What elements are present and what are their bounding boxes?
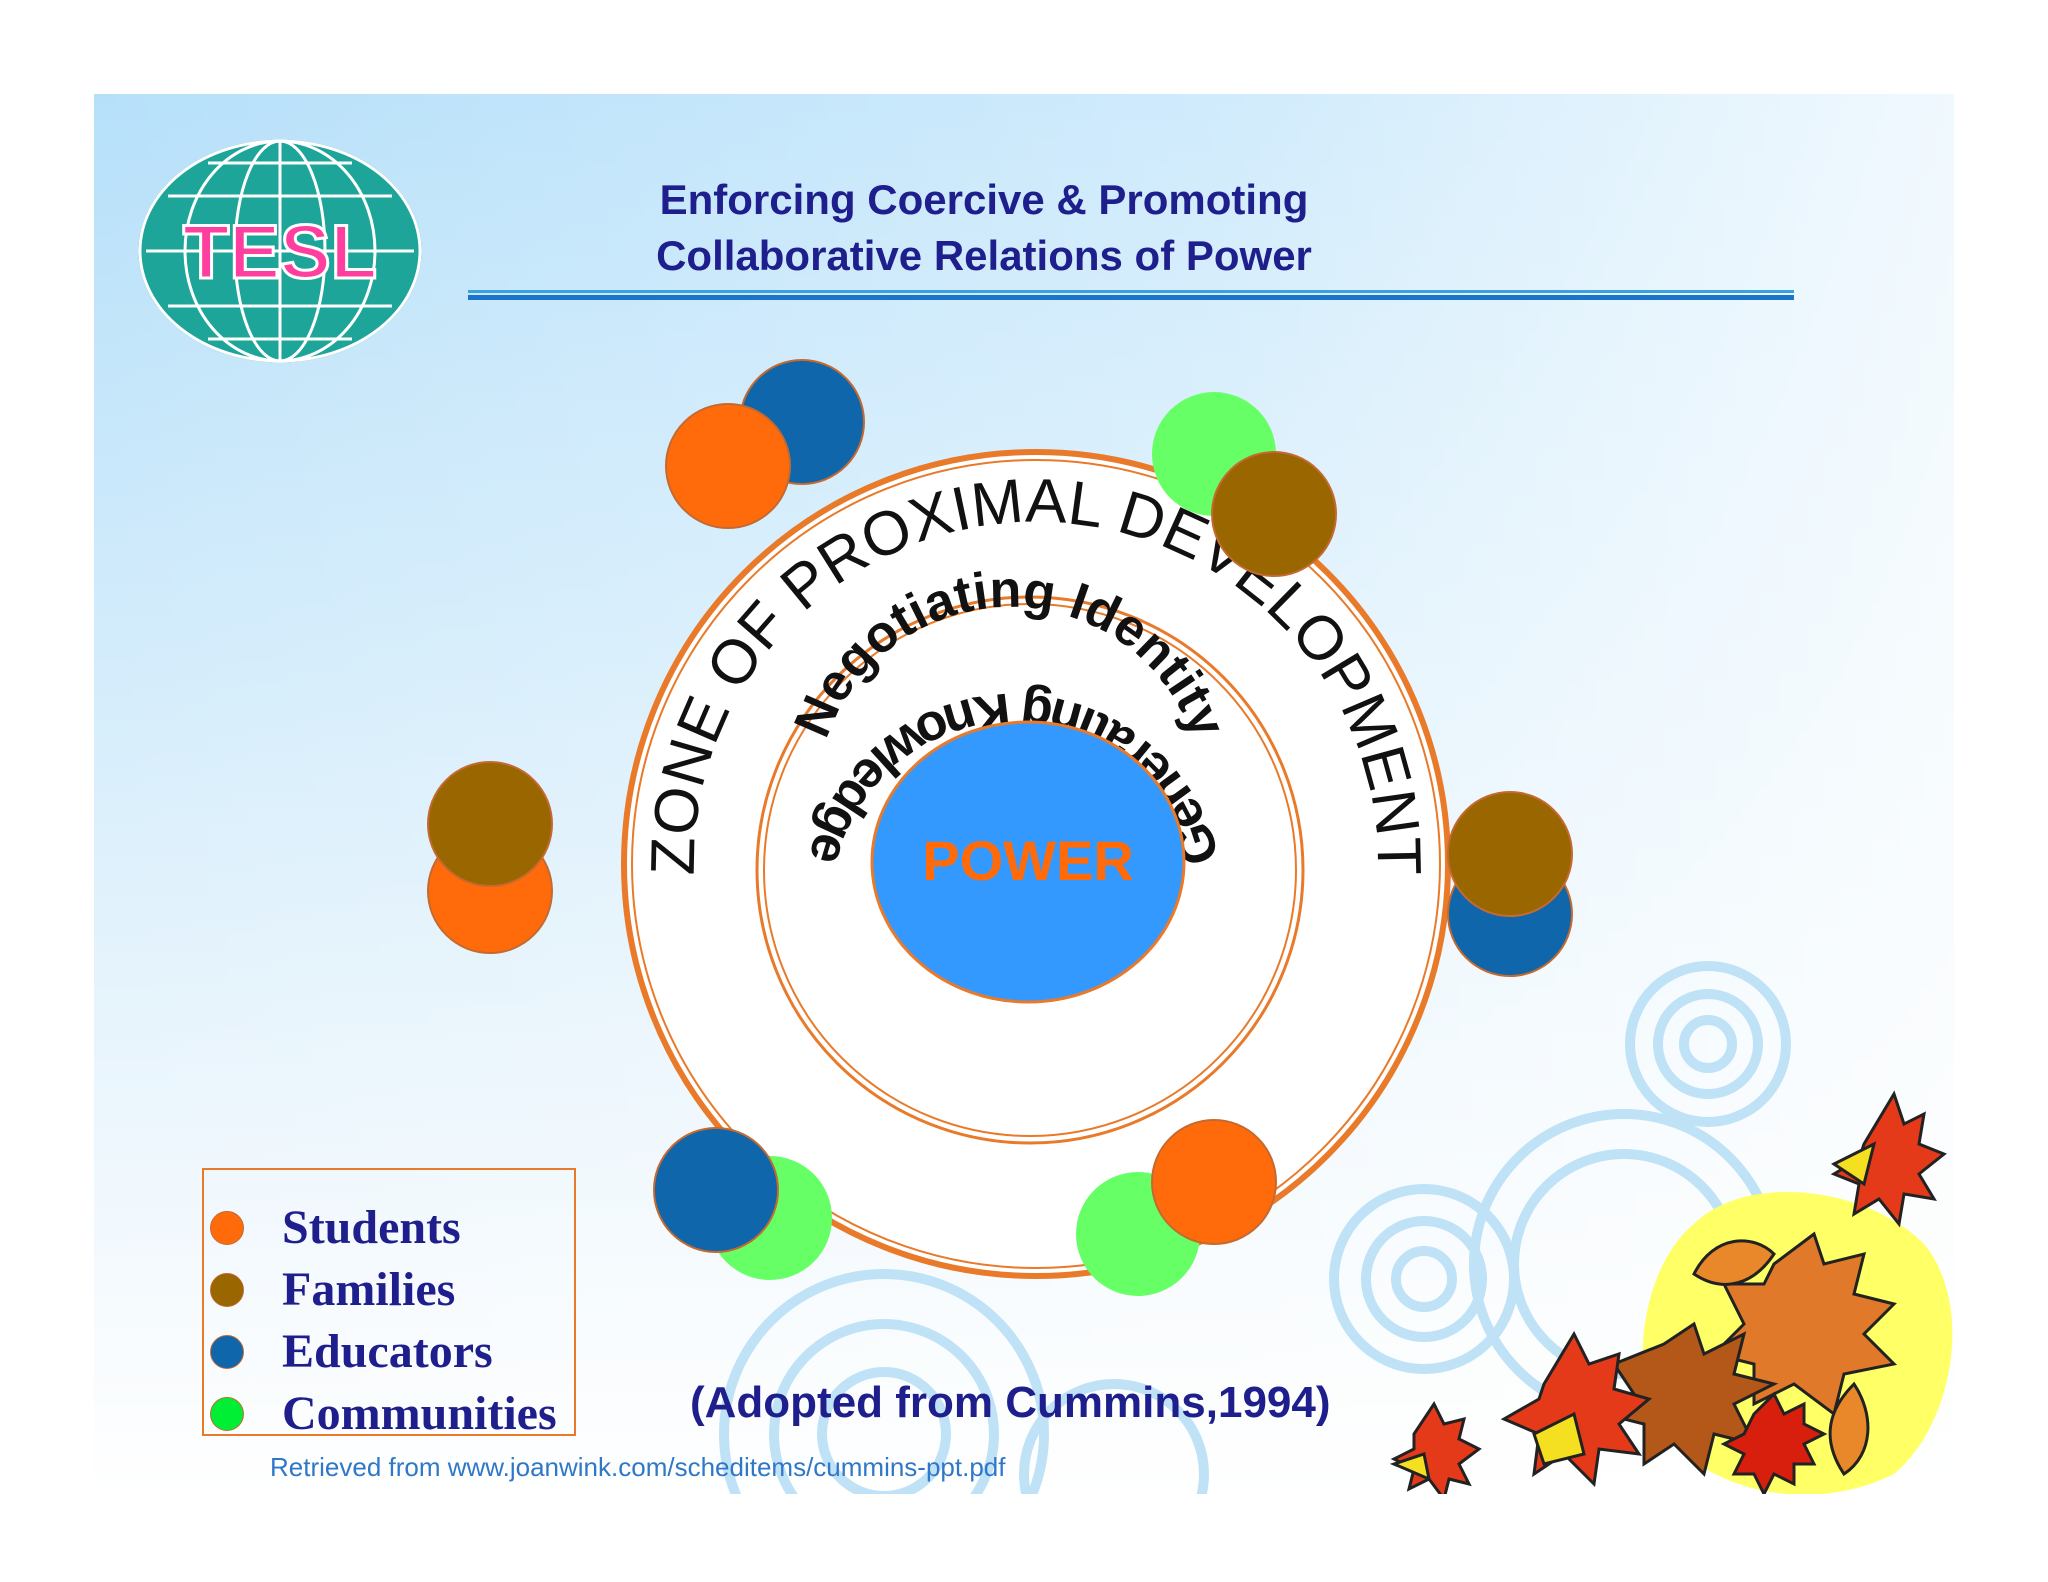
slide-title: Enforcing Coercive & Promoting Collabora… [594, 172, 1374, 284]
legend-box [202, 1168, 576, 1436]
title-line-1: Enforcing Coercive & Promoting [659, 176, 1309, 223]
svg-text:TESL: TESL [183, 210, 377, 295]
legend-swatch-educators [210, 1335, 244, 1369]
title-line-2: Collaborative Relations of Power [656, 232, 1312, 279]
legend-label-students: Students [282, 1201, 461, 1254]
students-circle-top-left [665, 403, 791, 529]
families-circle-left [427, 761, 553, 887]
legend-label-educators: Educators [282, 1325, 493, 1378]
source-link[interactable]: Retrieved from www.joanwink.com/schedite… [270, 1452, 1006, 1482]
students-circle-bottom-right [1151, 1119, 1277, 1245]
legend-swatch-students [210, 1211, 244, 1245]
families-circle-right [1447, 791, 1573, 917]
families-circle-top-right [1211, 451, 1337, 577]
citation: (Adopted from Cummins,1994) [690, 1378, 1331, 1427]
educators-circle-bottom-left [653, 1127, 779, 1253]
legend-label-communities: Communities [282, 1387, 557, 1440]
legend-swatch-families [210, 1273, 244, 1307]
title-divider [468, 290, 1794, 300]
tesl-logo: TESL [138, 139, 422, 363]
power-circle [870, 720, 1186, 1004]
legend-label-families: Families [282, 1263, 456, 1316]
power-label: POWER [922, 829, 1134, 892]
legend-swatch-communities [210, 1397, 244, 1431]
zpd-diagram: ZONE OF PROXIMAL DEVELOPMENT Negotiating… [427, 359, 1573, 1296]
slide: TESL Enforcing Coercive & Promoting Coll… [94, 94, 1954, 1494]
